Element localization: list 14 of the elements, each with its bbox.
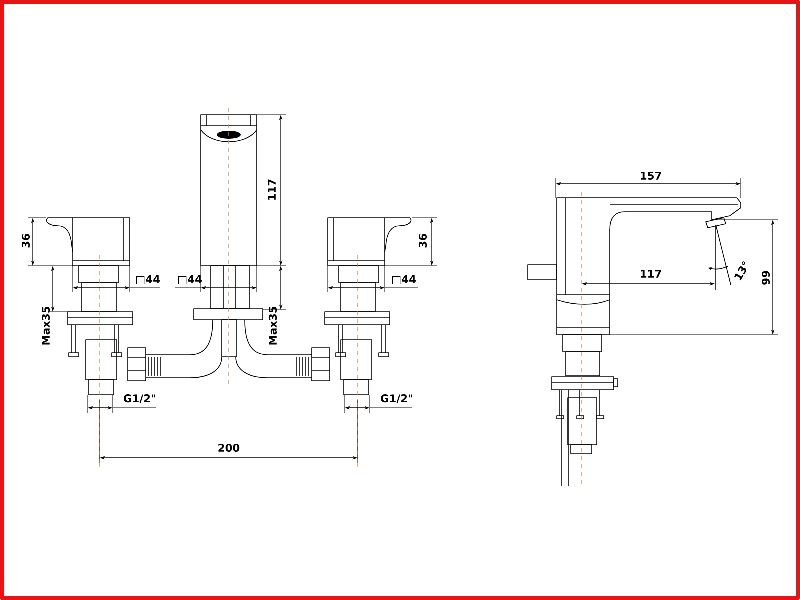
dimension-label: 117 bbox=[268, 180, 276, 200]
dimension-label: G1/2" bbox=[124, 394, 156, 404]
dimension-label: Max35 bbox=[42, 306, 50, 345]
dimension-label: Max35 bbox=[268, 306, 278, 345]
dimension-label: 99 bbox=[762, 271, 770, 285]
dimension-label: □44 bbox=[178, 275, 202, 285]
dimension-label: G1/2" bbox=[381, 394, 413, 404]
dimension-label: 157 bbox=[641, 172, 662, 180]
dimension-label: 117 bbox=[641, 270, 662, 278]
dimension-label: 36 bbox=[22, 234, 30, 248]
dimension-label: □44 bbox=[136, 275, 160, 285]
dimension-label: □44 bbox=[392, 275, 416, 285]
dimension-label: 200 bbox=[218, 444, 240, 452]
dimension-label: 36 bbox=[418, 234, 428, 248]
